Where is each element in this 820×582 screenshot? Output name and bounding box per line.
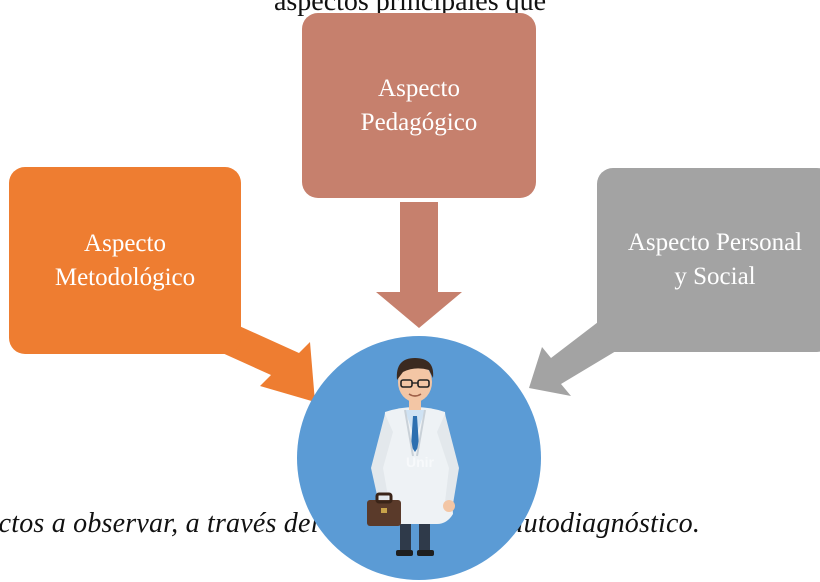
- box-left-line1: Aspecto: [84, 229, 166, 257]
- arrow-top: [376, 202, 462, 328]
- box-aspecto-pedagogico: Aspecto Pedagógico: [302, 13, 536, 198]
- top-partial-text: aspectos principales que: [273, 0, 547, 16]
- box-right-line2: y Social: [674, 263, 756, 290]
- center-circle: [297, 336, 541, 580]
- box-aspecto-metodologico: Aspecto Metodológico: [9, 167, 241, 354]
- watermark: Unir: [406, 454, 434, 470]
- box-top-line1: Aspecto: [378, 74, 460, 102]
- doctor-icon: [367, 358, 459, 556]
- box-top-line2: Pedagógico: [360, 108, 478, 136]
- box-left-line2: Metodológico: [54, 263, 196, 291]
- box-right-line1: Aspecto Personal: [627, 229, 803, 257]
- box-aspecto-personal-social: Aspecto Personal y Social: [597, 168, 820, 352]
